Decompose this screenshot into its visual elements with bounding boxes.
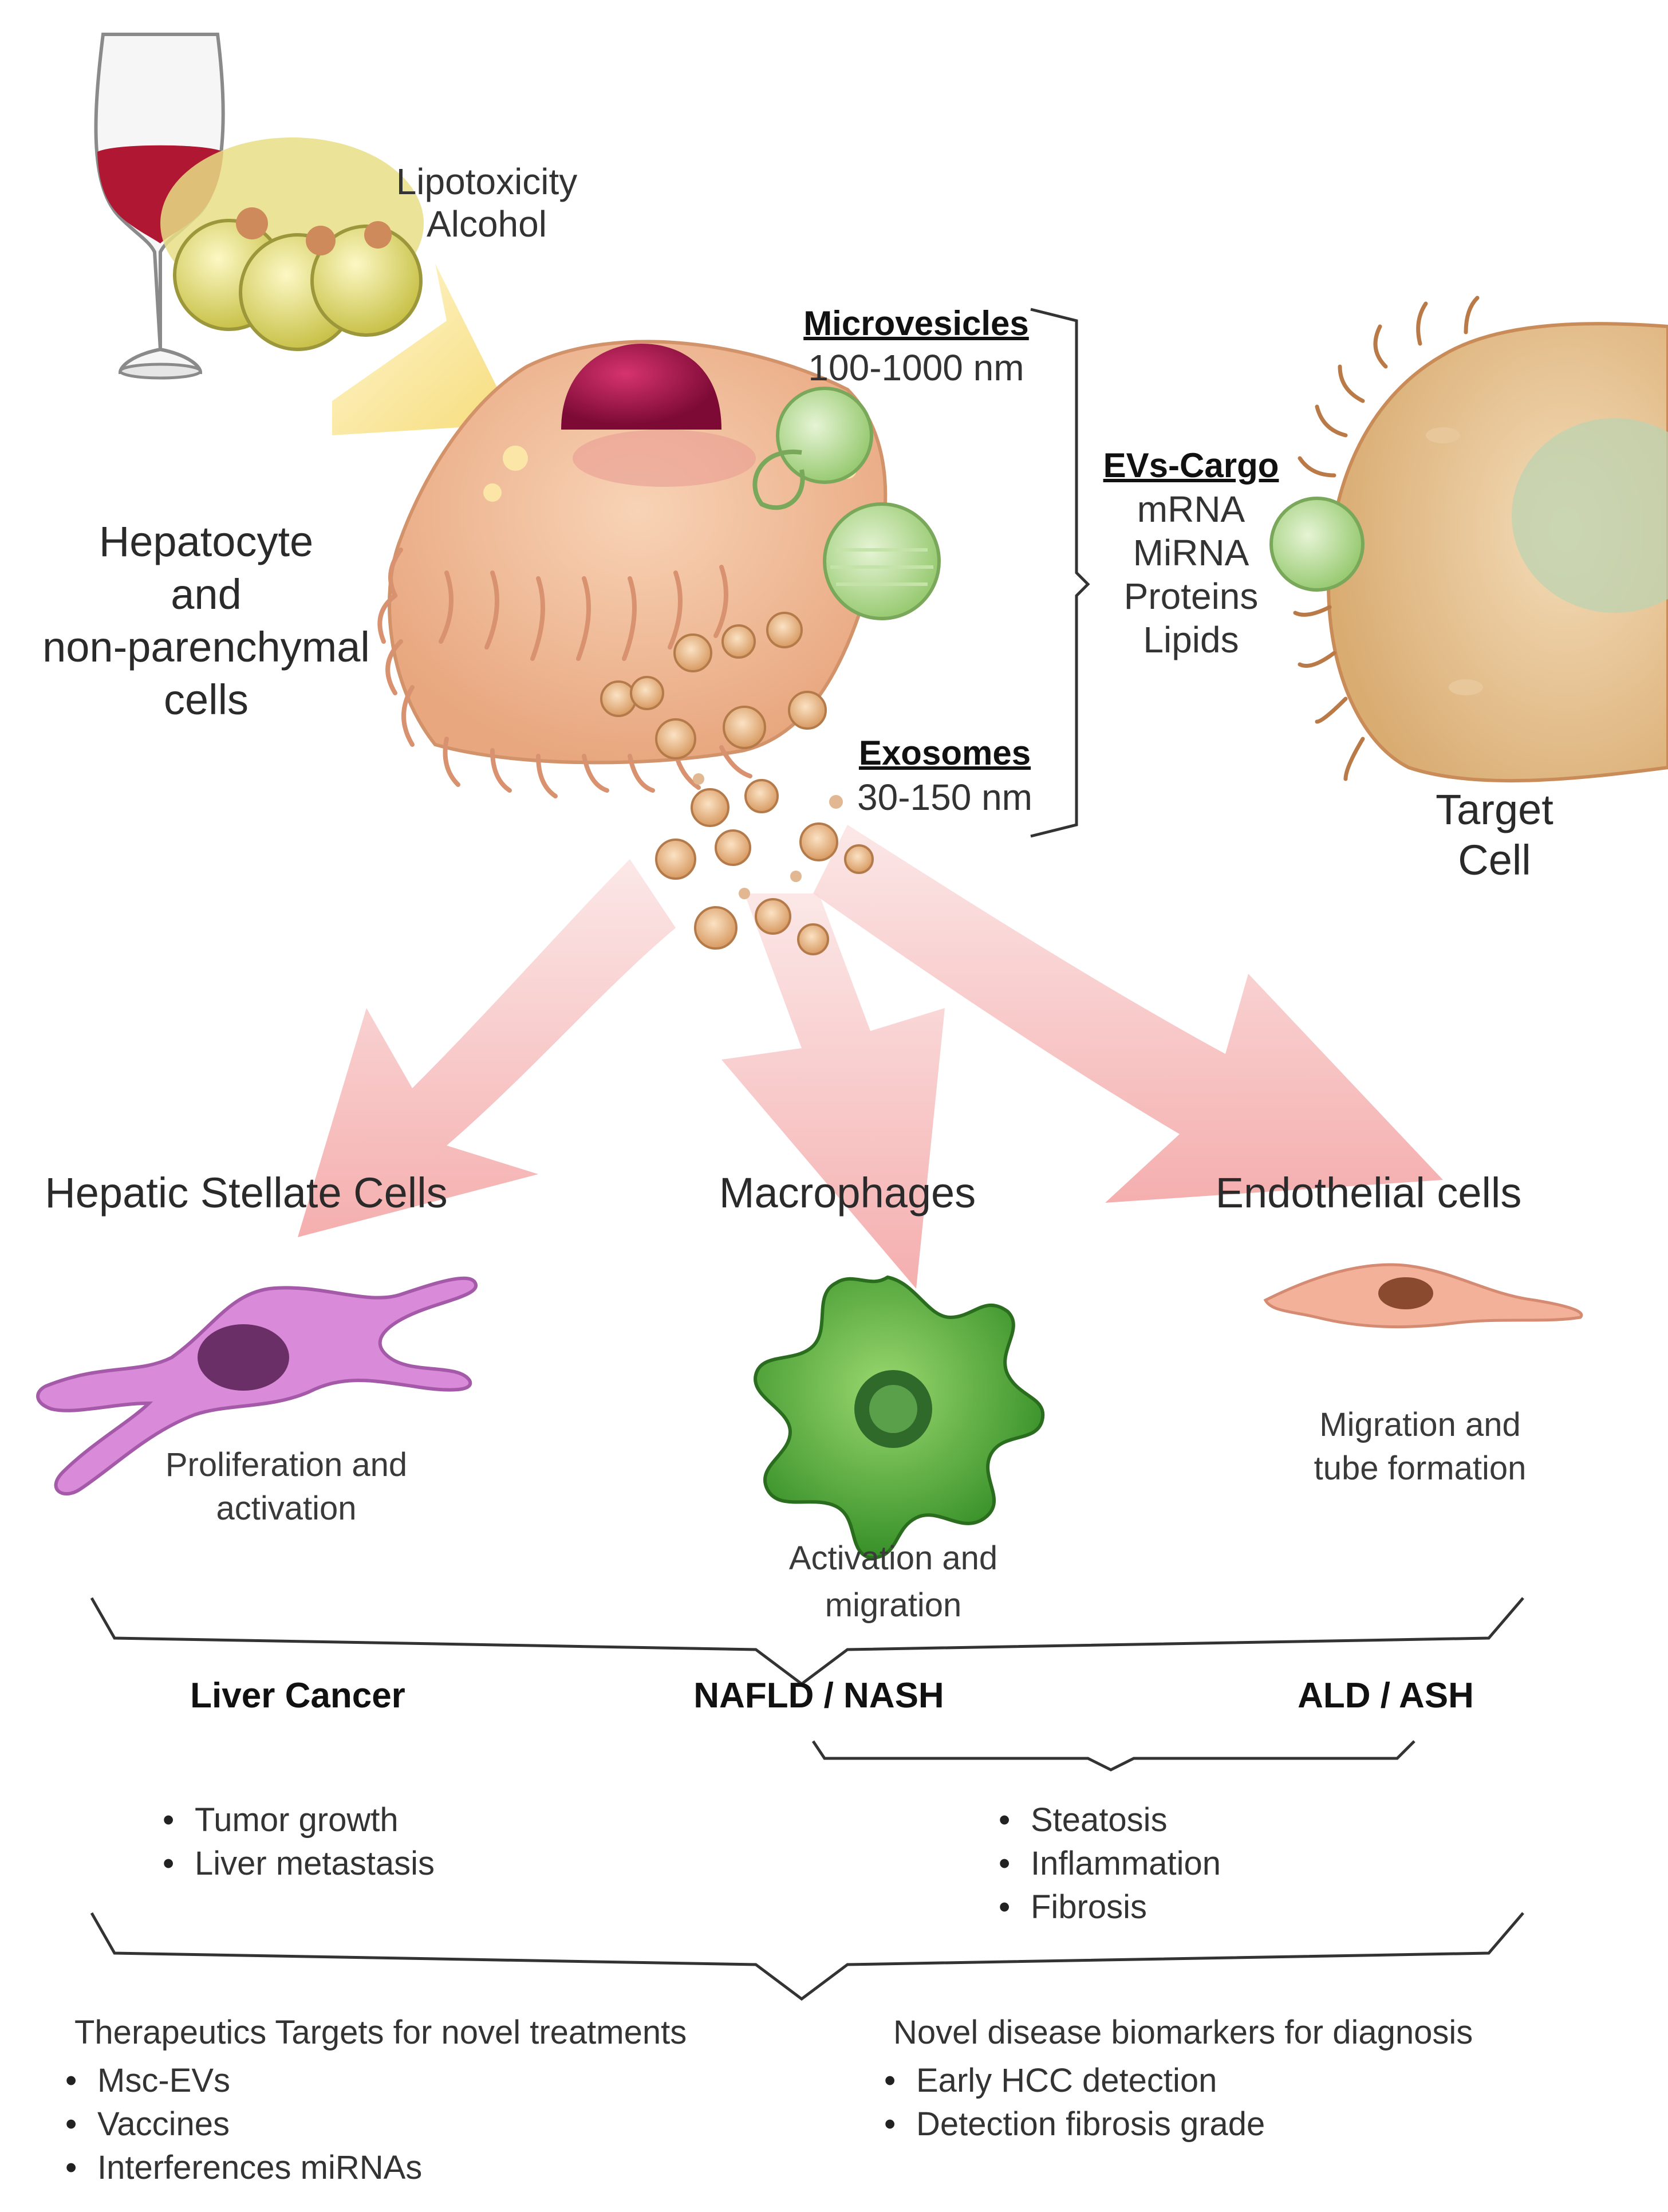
list-item: Fibrosis <box>996 1886 1221 1929</box>
arrow-to-stellate <box>298 859 676 1237</box>
ald-ash-label: ALD / ASH <box>1298 1676 1474 1715</box>
stellate-cell-icon <box>36 1276 478 1496</box>
arrow-to-endothelial <box>813 825 1443 1203</box>
list-item: Liver metastasis <box>160 1842 435 1886</box>
list-item: Inflammation <box>996 1842 1221 1886</box>
microvesicles-size: 100-1000 nm <box>808 347 1024 388</box>
hepatocyte-label: Hepatocyte and non-parenchymal cells <box>42 518 370 723</box>
stellate-cells-title: Hepatic Stellate Cells <box>45 1169 448 1217</box>
list-item: Early HCC detection <box>882 2059 1265 2103</box>
target-cell-icon <box>1269 296 1668 783</box>
therapeutics-title: Therapeutics Targets for novel treatment… <box>74 2014 687 2051</box>
hepatocyte-cell-icon <box>377 340 888 798</box>
liver-cancer-label: Liver Cancer <box>190 1676 405 1715</box>
endothelial-effect: Migration and tube formation <box>1314 1406 1527 1487</box>
lipotoxicity-label: Lipotoxicity <box>396 161 578 202</box>
list-item: Vaccines <box>63 2103 422 2146</box>
evs-cargo-title: EVs-Cargo <box>1103 446 1279 485</box>
endothelial-cells-title: Endothelial cells <box>1215 1169 1522 1217</box>
list-item: Tumor growth <box>160 1798 435 1842</box>
biomarkers-title: Novel disease biomarkers for diagnosis <box>893 2014 1473 2051</box>
target-cell-label: Target Cell <box>1436 786 1553 884</box>
arrow-lipotoxicity <box>332 263 515 435</box>
arrow-to-macrophages <box>721 894 945 1289</box>
list-item: Steatosis <box>996 1798 1221 1842</box>
microvesicles-title: Microvesicles <box>803 304 1029 343</box>
brace-fatty-liver <box>811 1740 1415 1772</box>
exosomes-label: Exosomes 30-150 nm <box>842 733 1048 818</box>
microvesicles-label: Microvesicles 100-1000 nm <box>790 304 1042 389</box>
endothelial-cell-icon <box>1263 1263 1583 1329</box>
brace-outcomes <box>90 1912 1524 2001</box>
list-item: Detection fibrosis grade <box>882 2103 1265 2146</box>
exosome-cloud-icon <box>600 612 874 955</box>
trigger-label: Lipotoxicity Alcohol <box>384 160 590 245</box>
exosomes-size: 30-150 nm <box>857 777 1032 818</box>
list-item: Interferences miRNAs <box>63 2146 422 2190</box>
macrophage-cell-icon <box>754 1275 1045 1560</box>
stellate-effect: Proliferation and activation <box>165 1446 408 1527</box>
vesicle-type-bracket <box>1030 308 1090 838</box>
macrophage-effect: Activation and migration <box>788 1540 998 1624</box>
nafld-nash-label: NAFLD / NASH <box>693 1676 944 1715</box>
biomarkers-list: Early HCC detection Detection fibrosis g… <box>882 2059 1265 2146</box>
brace-cells <box>90 1597 1524 1686</box>
therapeutics-list: Msc-EVs Vaccines Interferences miRNAs <box>63 2059 422 2190</box>
exosomes-title: Exosomes <box>858 734 1031 772</box>
microvesicle-icon <box>752 387 941 620</box>
list-item: Msc-EVs <box>63 2059 422 2103</box>
fat-cells-icon <box>160 137 424 351</box>
cancer-bullets: Tumor growth Liver metastasis <box>160 1798 435 1886</box>
alcohol-label: Alcohol <box>427 203 547 245</box>
macrophages-title: Macrophages <box>719 1169 976 1217</box>
fatty-liver-bullets: Steatosis Inflammation Fibrosis <box>996 1798 1221 1929</box>
evs-cargo-label: EVs-Cargo mRNA MiRNA Proteins Lipids <box>1076 444 1306 662</box>
